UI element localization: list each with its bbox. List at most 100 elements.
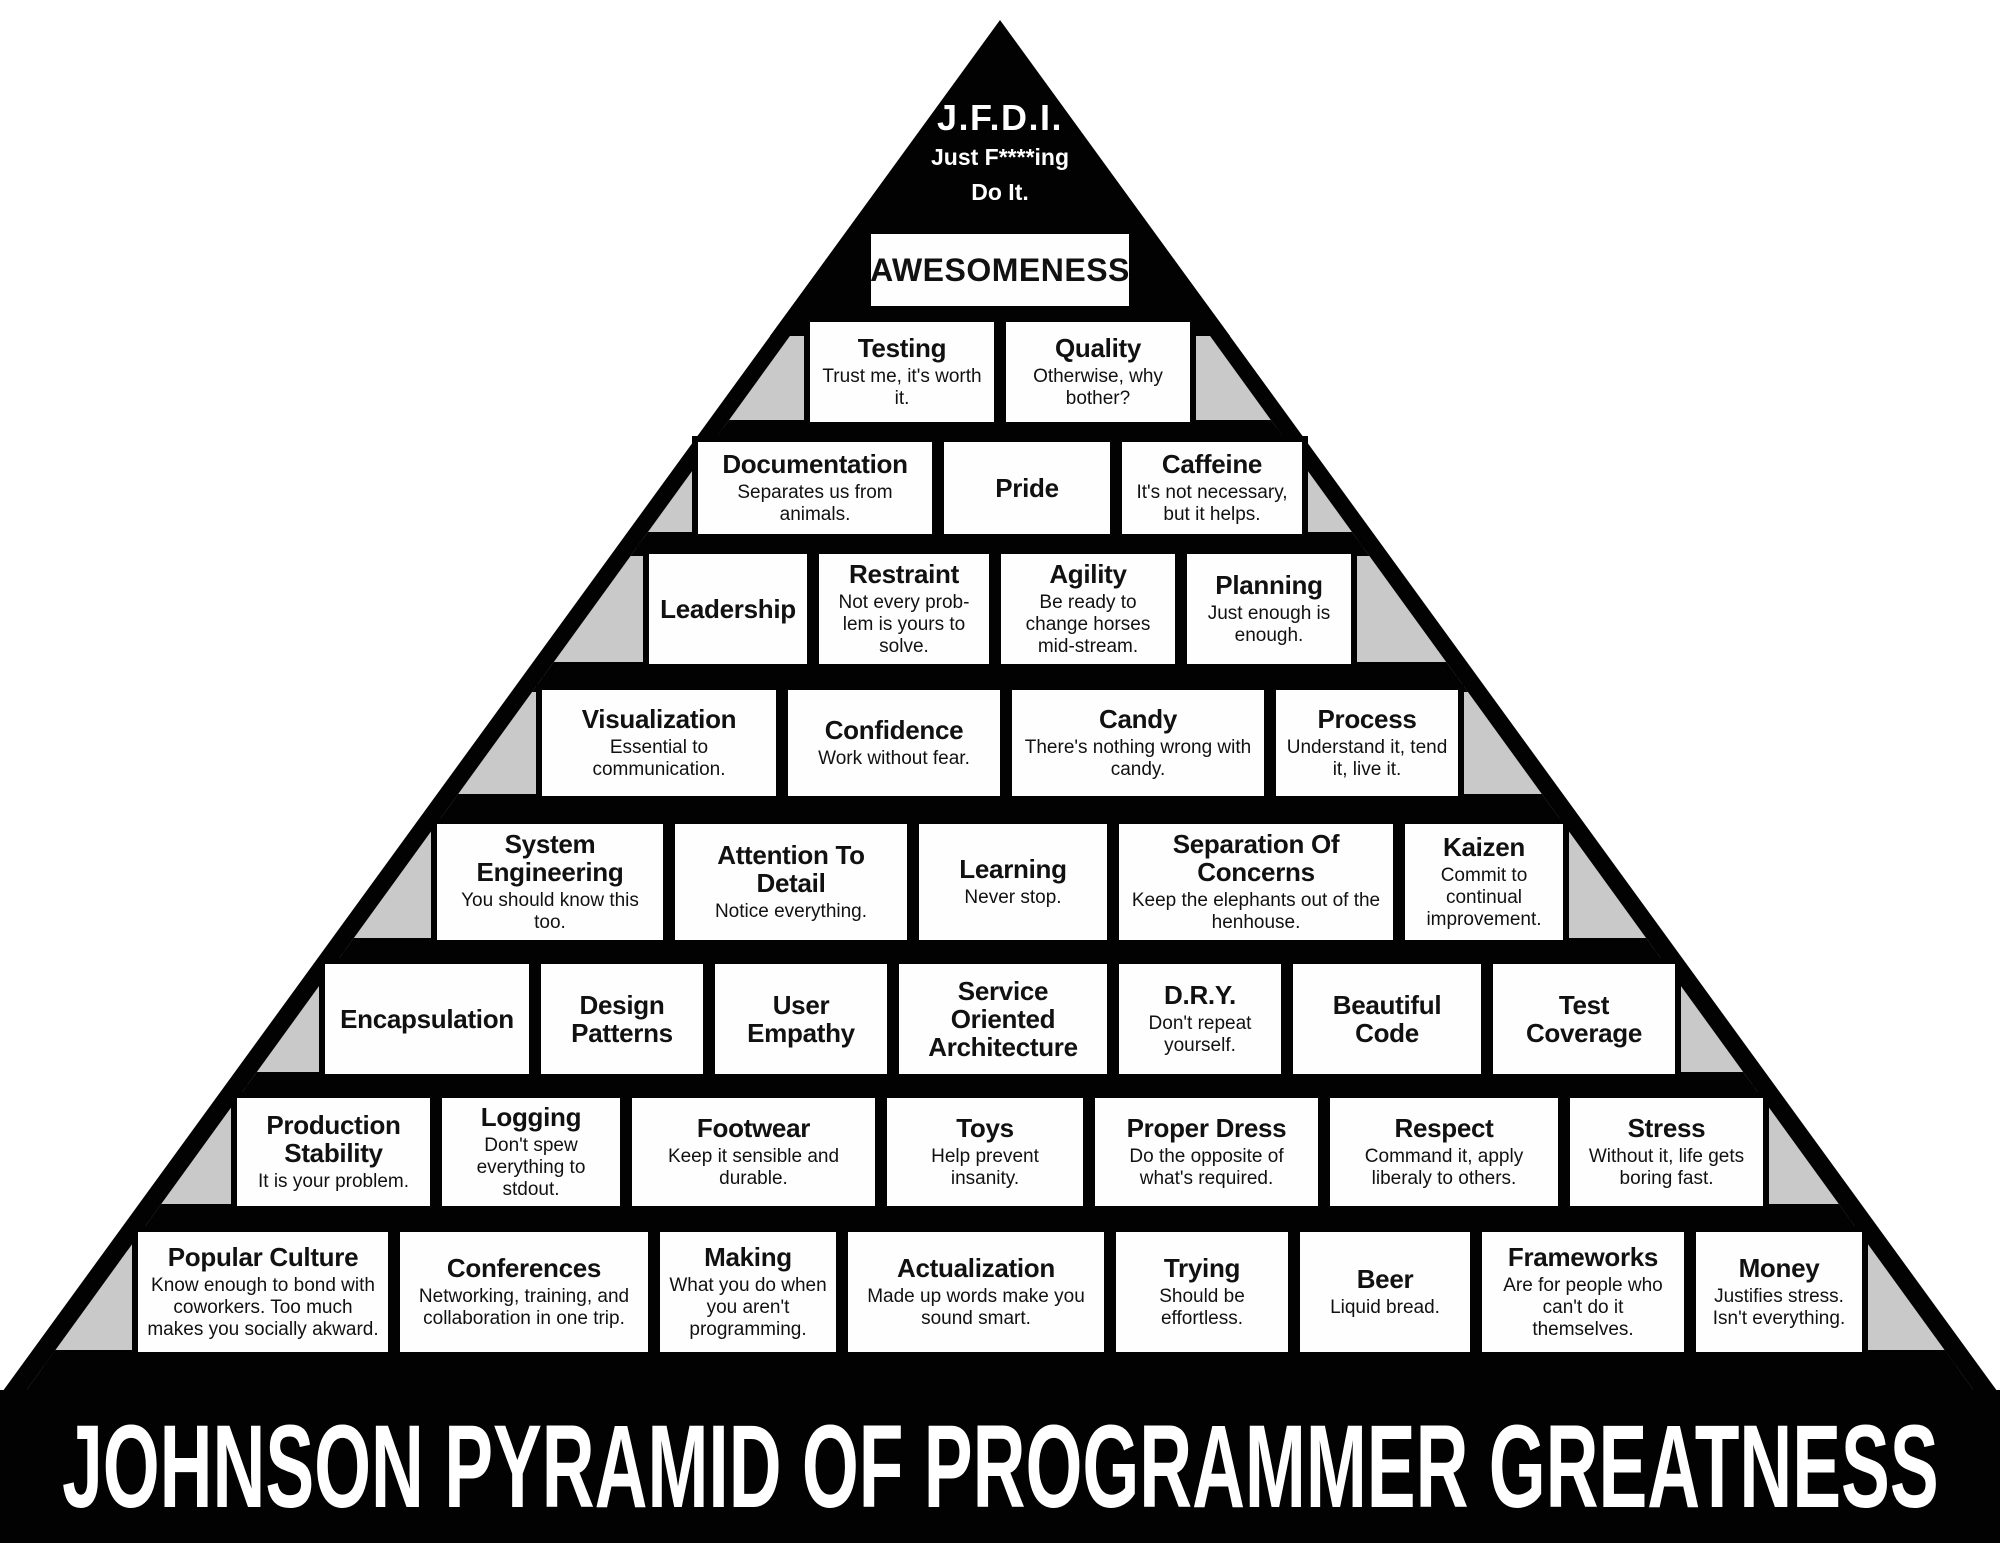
box-subtitle: Don't repeat yourself. — [1148, 1013, 1252, 1057]
box-title: Proper Dress — [1126, 1113, 1287, 1144]
box-title: Leadership — [660, 593, 796, 624]
box-title: Making — [704, 1242, 792, 1273]
box-test-coverage: Test Coverage — [1487, 958, 1681, 1080]
box-subtitle: Keep it sensible and durable. — [667, 1146, 840, 1190]
box-title: Agility — [1049, 559, 1127, 590]
box-subtitle: Made up words make you sound smart. — [867, 1286, 1085, 1330]
box-subtitle: Trust me, it's worth it. — [822, 366, 982, 410]
box-leadership: Leadership — [643, 548, 813, 670]
box-title: Quality — [1054, 333, 1142, 364]
box-subtitle: Separates us from animals. — [737, 482, 893, 526]
box-title: Documentation — [722, 449, 908, 480]
box-subtitle: Just enough is enough. — [1207, 603, 1331, 647]
box-title: Respect — [1394, 1113, 1494, 1144]
box-subtitle: Command it, apply liberaly to others. — [1364, 1146, 1524, 1190]
box-subtitle: Networking, training, and collaboration … — [418, 1286, 630, 1330]
box-subtitle: Don't spew everything to stdout. — [476, 1135, 586, 1200]
box-subtitle: Be ready to change horses mid-stream. — [1025, 592, 1151, 657]
box-title: Design Patterns — [571, 989, 673, 1048]
box-title: Conferences — [446, 1253, 602, 1284]
title-banner: JOHNSON PYRAMID OF PROGRAMMER GREATNESS — [0, 1390, 2000, 1543]
box-title: Actualization — [897, 1253, 1055, 1284]
box-title: Frameworks — [1507, 1242, 1659, 1273]
pyramid-row-7: Encapsulation Design Patterns User Empathy… — [0, 958, 2000, 1080]
box-user-empathy: User Empathy — [709, 958, 893, 1080]
box-title: Confidence — [824, 715, 964, 746]
box-subtitle: Not every prob-lem is yours to solve. — [838, 592, 970, 657]
box-subtitle: Liquid bread. — [1330, 1297, 1440, 1319]
box-title: AWESOMENESS — [870, 251, 1130, 288]
box-subtitle: Should be effortless. — [1159, 1286, 1245, 1330]
box-subtitle: Know enough to bond with coworkers. Too … — [147, 1275, 379, 1340]
box-subtitle: There's nothing wrong with candy. — [1024, 737, 1252, 781]
box-title: Attention To Detail — [717, 840, 865, 899]
box-title: Kaizen — [1442, 832, 1525, 863]
box-subtitle: It is your problem. — [258, 1171, 409, 1193]
box-subtitle: Notice everything. — [714, 901, 868, 923]
box-title: Beautiful Code — [1332, 989, 1442, 1048]
box-title: Beer — [1356, 1264, 1414, 1295]
box-title: Caffeine — [1161, 449, 1263, 480]
box-design-patterns: Design Patterns — [535, 958, 709, 1080]
box-subtitle: Otherwise, why bother? — [1033, 366, 1163, 410]
box-pride: Pride — [938, 436, 1116, 540]
box-subtitle: Without it, life gets boring fast. — [1588, 1146, 1745, 1190]
box-title: Separation Of Concerns — [1172, 829, 1340, 888]
box-title: User Empathy — [747, 989, 855, 1048]
box-title: Money — [1738, 1253, 1820, 1284]
box-title: Logging — [480, 1102, 582, 1133]
box-title: Encapsulation — [340, 1003, 514, 1034]
box-title: Stress — [1627, 1113, 1706, 1144]
box-beautiful-code: Beautiful Code — [1287, 958, 1487, 1080]
box-title: Process — [1317, 704, 1417, 735]
box-subtitle: You should know this too. — [461, 890, 639, 934]
box-title: System Engineering — [476, 829, 624, 888]
banner-title: JOHNSON PYRAMID OF PROGRAMMER GREATNESS — [61, 1400, 1939, 1533]
box-title: Visualization — [581, 704, 737, 735]
box-subtitle: What you do when you aren't programming. — [669, 1275, 827, 1340]
box-awesomeness: AWESOMENESS — [865, 228, 1135, 312]
box-encapsulation: Encapsulation — [319, 958, 535, 1080]
box-title: Learning — [959, 854, 1067, 885]
box-title: Service Oriented Architecture — [928, 975, 1078, 1063]
box-title: Candy — [1099, 704, 1177, 735]
box-subtitle: Are for people who can't do it themselve… — [1503, 1275, 1663, 1340]
box-title: Pride — [995, 472, 1059, 503]
box-subtitle: Justifies stress. Isn't everything. — [1712, 1286, 1846, 1330]
box-subtitle: Never stop. — [964, 887, 1062, 909]
